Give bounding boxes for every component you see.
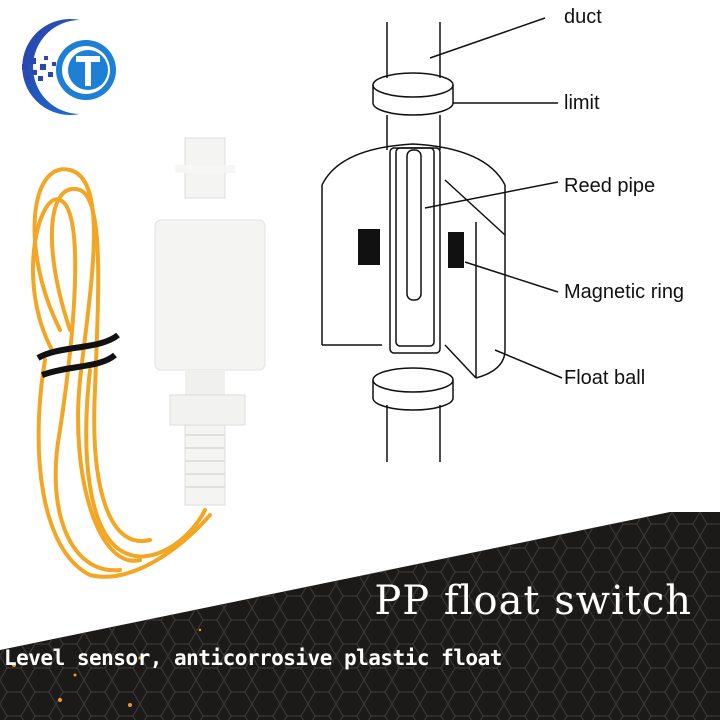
label-limit: limit	[564, 92, 600, 114]
hexagon-banner-background	[0, 512, 720, 720]
float-switch-diagram	[321, 17, 563, 462]
float-switch-product-image	[31, 137, 266, 579]
label-duct: duct	[564, 6, 602, 28]
label-float-ball: Float ball	[564, 367, 646, 389]
label-reed-pipe: Reed pipe	[564, 175, 656, 197]
banner-subtitle: Level sensor, anticorrosive plastic floa…	[4, 646, 502, 670]
banner-title: PP float switch	[374, 578, 692, 624]
label-magnetic-ring: Magnetic ring	[564, 281, 685, 303]
ct-logo-icon	[22, 19, 116, 115]
